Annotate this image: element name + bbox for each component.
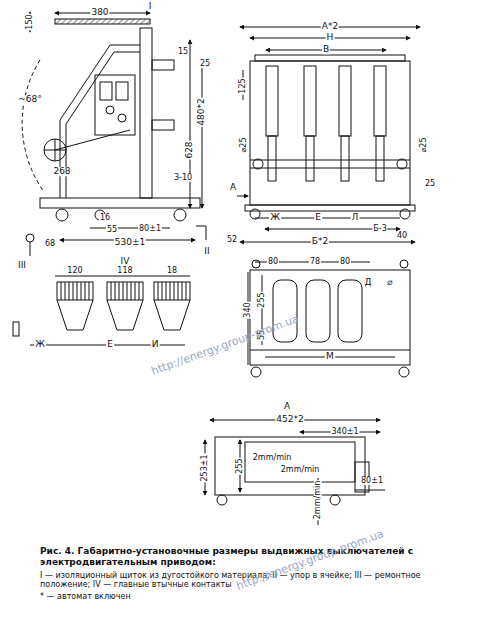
side-view <box>22 12 206 256</box>
dimension-label: 340±1 <box>330 428 359 436</box>
dimension-label: 80±1 <box>138 225 162 233</box>
dimension-label: 55 <box>106 226 118 234</box>
dimension-label: 15 <box>177 48 189 56</box>
dimension-label: 628 <box>185 140 194 159</box>
dimension-label: 40 <box>396 232 408 240</box>
dimension-label: 68 <box>44 240 56 248</box>
view-a <box>205 420 385 525</box>
dimension-label: И <box>151 340 160 349</box>
dimension-label: 2mm/min <box>280 466 320 474</box>
dimension-label: I <box>148 2 153 11</box>
dimension-label: А <box>283 402 291 411</box>
dimension-label: ⌀ <box>386 278 393 287</box>
dimension-label: 253±1 <box>201 453 209 482</box>
dimension-label: 340 <box>244 301 252 318</box>
dimension-label: 3-10 <box>173 174 193 182</box>
dimension-label: 480*2 <box>197 97 206 126</box>
dimension-label: 52 <box>226 236 238 244</box>
dimension-label: 530±1 <box>114 238 146 247</box>
dimension-label: 2mm/min <box>252 454 292 462</box>
dimension-label: Ж <box>269 213 281 222</box>
dimension-label: 125 <box>239 77 247 94</box>
dimension-label: A <box>229 183 237 192</box>
dimension-label: В <box>322 45 330 54</box>
dimension-label: 268 <box>52 167 71 176</box>
dimension-label: ~68° <box>17 95 43 104</box>
dimension-label: Б*2 <box>311 237 329 246</box>
front-view <box>237 27 420 242</box>
dimension-label: 118 <box>116 267 133 275</box>
dimension-label: 2mm/min <box>314 480 322 520</box>
dimension-label: Д <box>363 278 372 287</box>
legend-note: * — автомат включен <box>40 592 470 602</box>
dimension-label: Б-3 <box>372 225 387 233</box>
dimension-label: Е <box>314 213 322 222</box>
symbol <box>13 322 19 336</box>
dimension-label: 80 <box>267 258 279 266</box>
dimension-label: 452*2 <box>275 415 304 424</box>
dimension-label: Е <box>106 340 114 349</box>
dimension-label: 120 <box>66 267 83 275</box>
dimension-label: Л <box>351 213 360 222</box>
dimension-label: 25 <box>199 60 211 68</box>
dimension-label: A*2 <box>321 22 339 31</box>
dimension-label: 80±1 <box>360 477 384 485</box>
main-plug-contacts <box>13 276 190 345</box>
dimension-label: 380 <box>90 8 109 17</box>
dimension-label: ⌀25 <box>420 137 428 154</box>
dimension-label: IV <box>120 257 131 266</box>
figure-caption: Рис. 4. Габаритно-установочные размеры в… <box>40 546 470 568</box>
dimension-label: 25 <box>424 180 436 188</box>
watermark: http://energy.group-prom.ua <box>235 527 386 593</box>
dimension-label: 18 <box>166 267 178 275</box>
dimension-label: H <box>326 33 335 42</box>
dimension-label: 16 <box>99 214 111 222</box>
plan-view <box>248 260 410 377</box>
dimension-label: М <box>325 352 335 361</box>
dimension-label: II <box>203 247 210 256</box>
dimension-label: ⌀25 <box>240 137 248 154</box>
dimension-label: Ж <box>34 340 46 349</box>
dimension-label: 78 <box>309 258 321 266</box>
dimension-label: III <box>17 261 27 270</box>
dimension-label: 255 <box>258 291 266 308</box>
dimension-label: 150 <box>26 13 34 30</box>
dimension-label: 80 <box>339 258 351 266</box>
dimension-label: 255 <box>236 457 244 474</box>
